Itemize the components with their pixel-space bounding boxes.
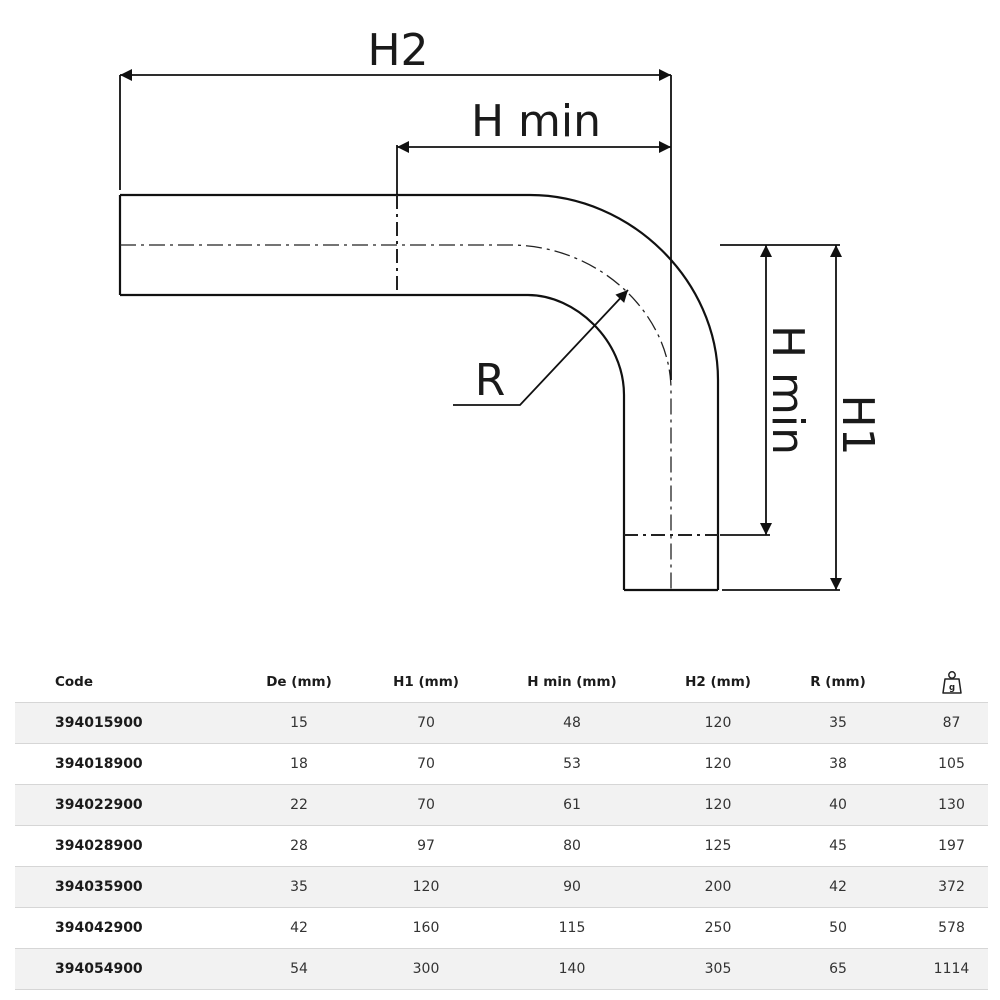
cell-r: 38 (761, 743, 915, 785)
cell-r: 65 (761, 948, 915, 990)
radius-label: R (475, 355, 506, 406)
cell-de: 15 (215, 702, 383, 744)
cell-h-min: 80 (469, 825, 675, 867)
cell-weight: 87 (915, 702, 988, 744)
cell-de: 54 (215, 948, 383, 990)
column-header-r: R (mm) (810, 674, 866, 690)
cell-code: 394028900 (15, 825, 215, 867)
table-header-row: Code De (mm) H1 (mm) H min (mm) H2 (mm) … (15, 662, 988, 703)
cell-h-min: 115 (469, 907, 675, 949)
h2-label: H2 (367, 25, 428, 76)
cell-h1: 97 (383, 825, 469, 867)
cell-h2: 120 (675, 784, 761, 826)
cell-weight: 578 (915, 907, 988, 949)
cell-h2: 305 (675, 948, 761, 990)
cell-h2: 120 (675, 702, 761, 744)
column-header-de: De (mm) (266, 674, 332, 690)
cell-h1: 70 (383, 784, 469, 826)
cell-h-min: 48 (469, 702, 675, 744)
cell-h2: 120 (675, 743, 761, 785)
cell-h2: 125 (675, 825, 761, 867)
dimension-lines (120, 69, 842, 590)
pipe-centerline (120, 244, 672, 590)
cell-h2: 200 (675, 866, 761, 908)
cell-de: 22 (215, 784, 383, 826)
cell-code: 394042900 (15, 907, 215, 949)
cell-code: 394035900 (15, 866, 215, 908)
cell-h1: 120 (383, 866, 469, 908)
section-lines (396, 195, 718, 536)
column-header-h1: H1 (mm) (393, 674, 459, 690)
cell-h-min: 90 (469, 866, 675, 908)
cell-de: 28 (215, 825, 383, 867)
radius-leader-line (453, 289, 629, 406)
column-header-weight: g (915, 662, 988, 703)
cell-r: 40 (761, 784, 915, 826)
cell-code: 394022900 (15, 784, 215, 826)
cell-h1: 70 (383, 743, 469, 785)
cell-h-min: 140 (469, 948, 675, 990)
pipe-outline (118, 193, 720, 592)
svg-text:g: g (948, 683, 954, 693)
cell-h-min: 53 (469, 743, 675, 785)
dimensions-table: Code De (mm) H1 (mm) H min (mm) H2 (mm) … (15, 662, 988, 990)
cell-h1: 70 (383, 702, 469, 744)
h-min-horizontal-label: H min (471, 96, 601, 147)
cell-weight: 130 (915, 784, 988, 826)
column-header-code: Code (55, 674, 94, 690)
dimensions-table-container: Code De (mm) H1 (mm) H min (mm) H2 (mm) … (15, 662, 988, 990)
cell-h2: 250 (675, 907, 761, 949)
cell-weight: 105 (915, 743, 988, 785)
pipe-bend-drawing: H2 H min R H min H1 (118, 25, 883, 592)
cell-de: 35 (215, 866, 383, 908)
cell-r: 50 (761, 907, 915, 949)
cell-code: 394015900 (15, 702, 215, 744)
cell-code: 394054900 (15, 948, 215, 990)
cell-de: 18 (215, 743, 383, 785)
cell-h1: 160 (383, 907, 469, 949)
cell-r: 42 (761, 866, 915, 908)
cell-r: 35 (761, 702, 915, 744)
column-header-h-min: H min (mm) (527, 674, 617, 690)
cell-h1: 300 (383, 948, 469, 990)
cell-weight: 197 (915, 825, 988, 867)
weight-icon: g (941, 671, 962, 694)
extension-lines (119, 75, 840, 591)
cell-weight: 1114 (915, 948, 988, 990)
cell-weight: 372 (915, 866, 988, 908)
h-min-vertical-label: H min (762, 325, 813, 455)
cell-h-min: 61 (469, 784, 675, 826)
h1-label: H1 (832, 394, 883, 455)
cell-de: 42 (215, 907, 383, 949)
cell-r: 45 (761, 825, 915, 867)
cell-code: 394018900 (15, 743, 215, 785)
column-header-h2: H2 (mm) (685, 674, 751, 690)
